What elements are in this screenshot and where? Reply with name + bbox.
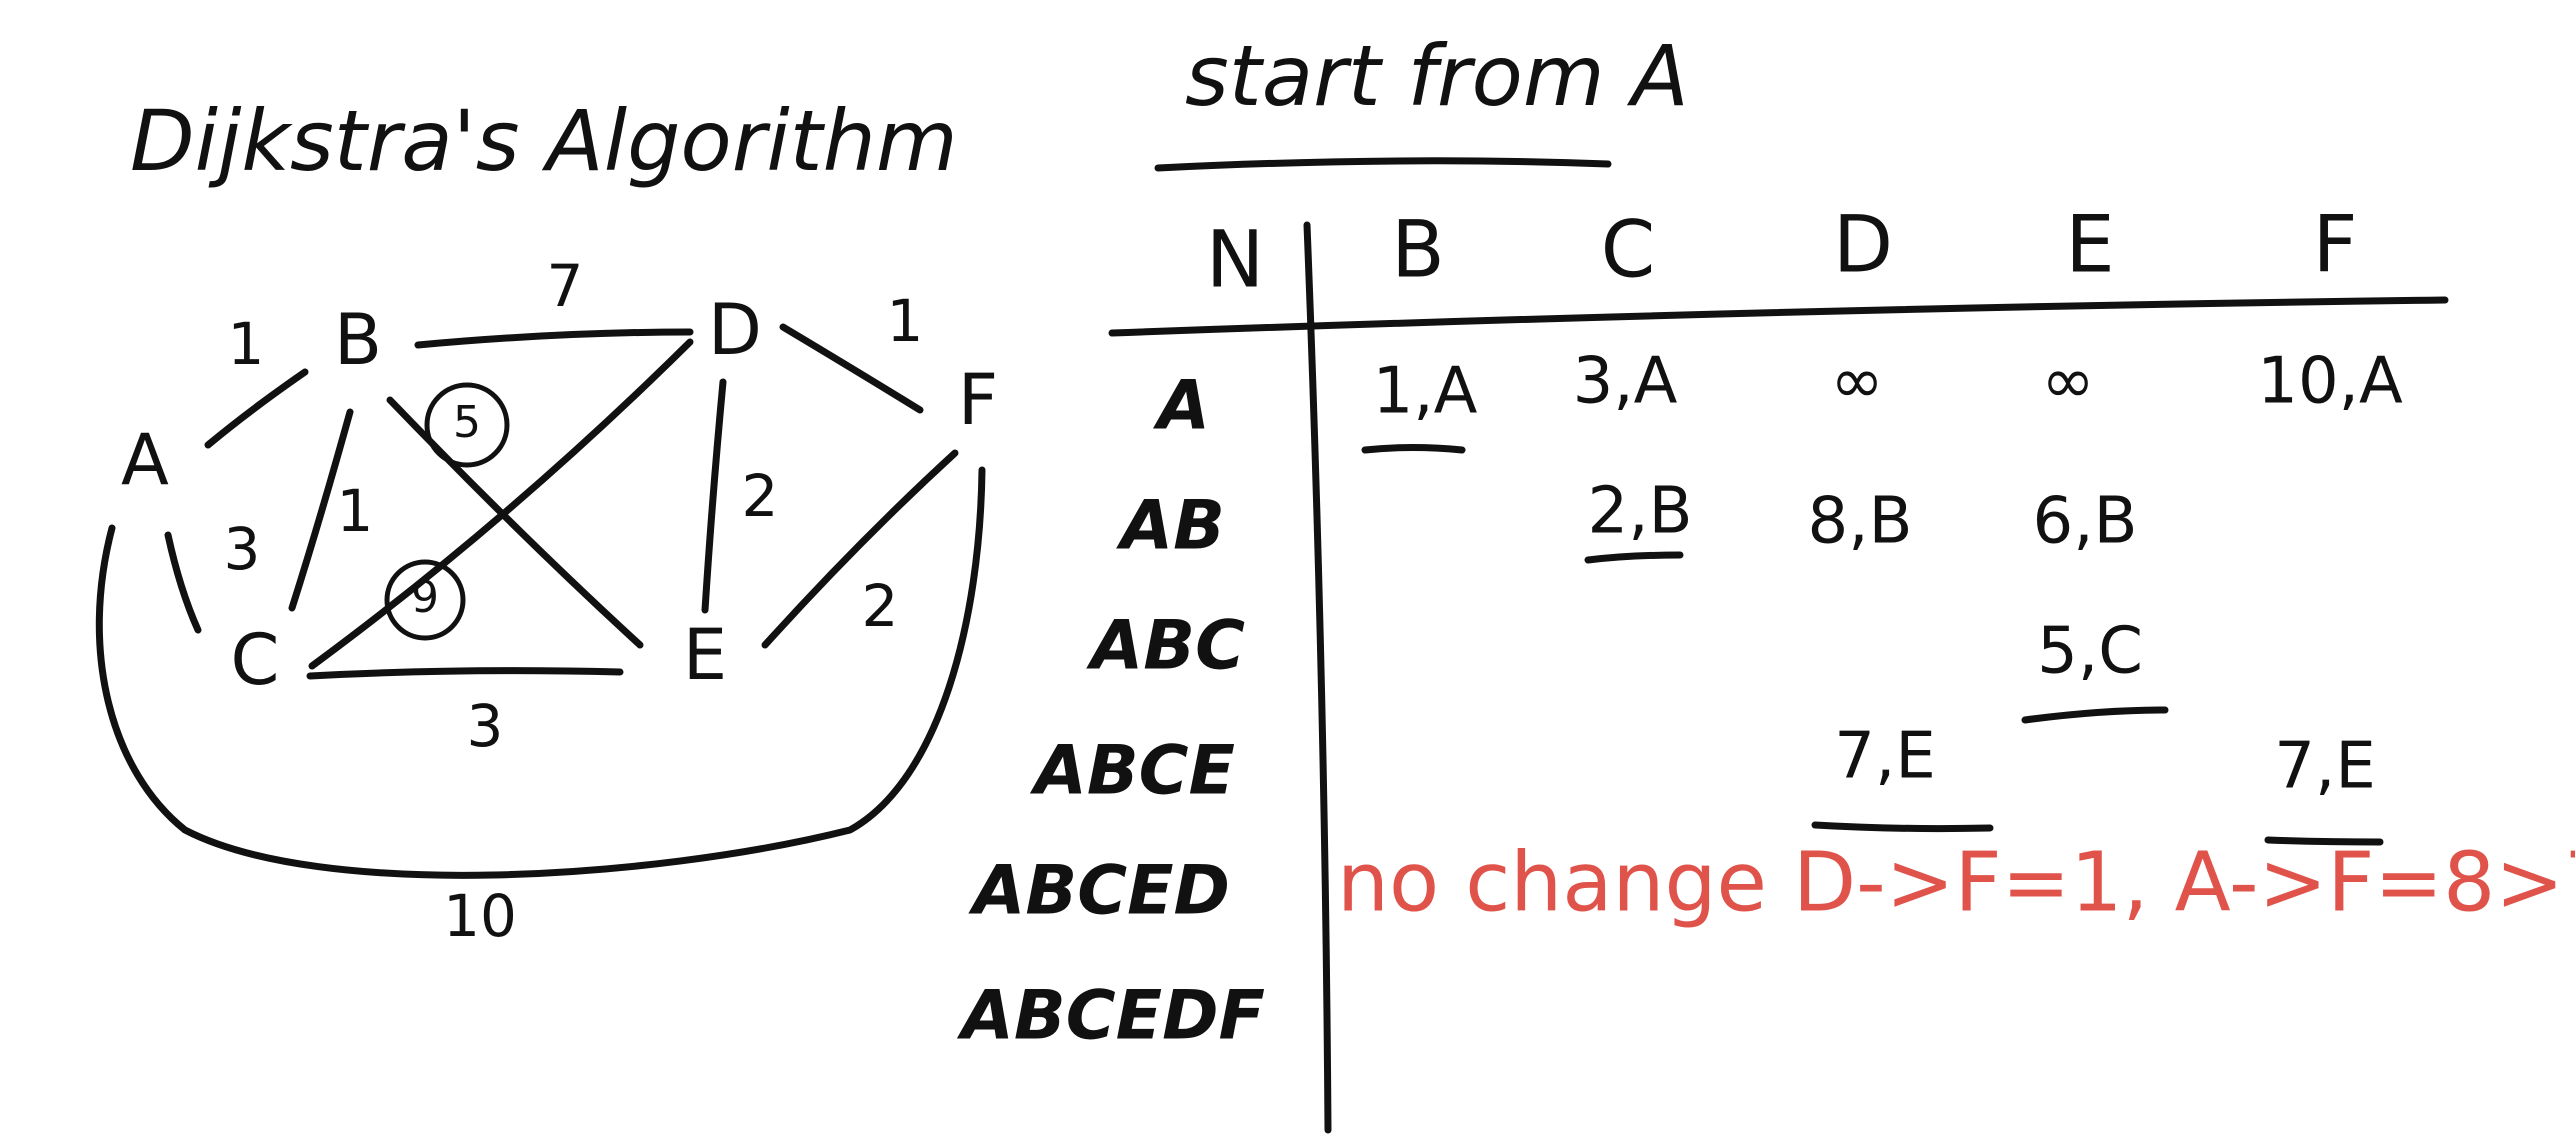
edge-weight-d-e: 2	[742, 462, 779, 530]
underline-7e-f	[2264, 836, 2384, 846]
table-cell-abce-f: 7,E	[2274, 730, 2376, 804]
table-cell-ab-d: 8,B	[1808, 485, 1913, 559]
graph-node-a: A	[121, 419, 169, 501]
table-header-c: C	[1601, 205, 1655, 295]
table-row-label-3: ABC	[1086, 607, 1245, 686]
edge-b-d	[414, 328, 694, 349]
edge-weight-d-f: 1	[887, 287, 924, 355]
table-row-label-6: ABCEDF	[956, 977, 1265, 1056]
graph-node-c: C	[231, 619, 280, 701]
distance-table: start from A N B C D E F A AB ABC ABCE A…	[956, 27, 2575, 1134]
graph-node-d: D	[708, 289, 762, 371]
edge-weight-b-c: 1	[337, 477, 374, 545]
table-cell-a-e: ∞	[2041, 345, 2094, 419]
table-header-b: B	[1391, 205, 1445, 295]
edge-e-f	[761, 449, 959, 649]
table-header-d: D	[1833, 200, 1893, 290]
weight-circle-c-d	[384, 559, 466, 641]
table-header-divider	[1108, 296, 2449, 337]
underline-2b	[1584, 551, 1684, 564]
edge-weight-a-f: 10	[443, 882, 517, 950]
weight-circle-b-e	[424, 382, 510, 468]
edge-a-c	[164, 531, 202, 634]
table-header-n: N	[1206, 215, 1264, 305]
edge-weight-b-e: 5	[453, 397, 481, 448]
graph-diagram: 1 3 10 1 7 5 9 3 2 1 2 A B C D E F	[95, 252, 998, 950]
edge-a-f	[95, 466, 986, 879]
table-column-divider	[1303, 221, 1332, 1134]
table-cell-abc-e: 5,C	[2037, 615, 2143, 689]
edge-weight-a-b: 1	[228, 310, 265, 378]
table-note: no change D->F=1, A->F=8>7	[1337, 835, 2575, 930]
edge-weight-c-e: 3	[467, 692, 504, 760]
table-cell-ab-c: 2,B	[1588, 475, 1693, 549]
edge-c-d	[308, 338, 694, 670]
start-note-underline	[1154, 157, 1612, 172]
underline-1a	[1361, 444, 1466, 454]
table-row-label-4: ABCE	[1029, 732, 1235, 811]
table-cell-a-f: 10,A	[2257, 345, 2403, 419]
edge-weight-a-c: 3	[224, 515, 261, 583]
table-cell-a-c: 3,A	[1573, 345, 1678, 419]
table-header-e: E	[2065, 200, 2114, 290]
table-row-label-5: ABCED	[968, 852, 1230, 931]
edge-d-f	[779, 323, 924, 414]
edge-a-b	[204, 368, 309, 449]
edge-weight-b-d: 7	[547, 252, 584, 320]
underline-7e-d	[1811, 821, 1994, 833]
table-cell-a-b: 1,A	[1373, 355, 1478, 429]
edge-b-c	[288, 408, 354, 612]
table-row-label-1: A	[1152, 367, 1210, 446]
edge-b-e	[386, 396, 644, 649]
table-cell-ab-e: 6,B	[2033, 485, 2138, 559]
table-header-f: F	[2313, 200, 2358, 290]
graph-node-b: B	[334, 299, 382, 381]
edge-weight-e-f: 2	[862, 572, 899, 640]
diagram-title: Dijkstra's Algorithm	[130, 92, 958, 190]
graph-node-e: E	[683, 614, 727, 696]
edge-weight-c-d: 9	[411, 572, 439, 623]
table-cell-abce-d: 7,E	[1834, 720, 1936, 794]
table-cell-a-d: ∞	[1830, 345, 1883, 419]
underline-5c	[2021, 706, 2169, 724]
edge-d-e	[701, 378, 727, 614]
table-row-label-2: AB	[1116, 487, 1225, 566]
graph-node-f: F	[958, 359, 998, 441]
edge-c-e	[306, 667, 624, 680]
start-note: start from A	[1185, 27, 1689, 125]
